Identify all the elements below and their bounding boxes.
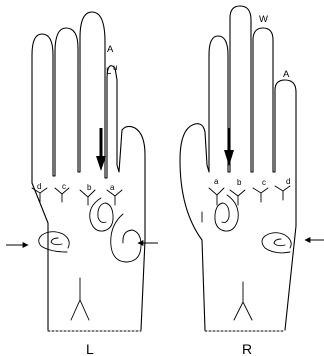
left-label-c: c <box>62 182 66 191</box>
left-hand-outline <box>32 12 145 330</box>
left-hand-caption: L <box>86 341 94 356</box>
right-hand: W A a b c d R <box>180 6 324 356</box>
right-mark-w: W <box>259 14 268 25</box>
right-triradius-c <box>253 188 268 202</box>
left-hand: A L u d c b a L <box>6 12 158 356</box>
left-label-a: a <box>110 183 115 192</box>
right-mark-a: A <box>283 69 290 80</box>
right-hand-outline <box>180 6 296 330</box>
right-triradius-b <box>230 190 245 205</box>
right-big-arrow-head <box>224 150 234 166</box>
right-loop-interdigital <box>215 195 238 231</box>
left-triradius-b <box>80 190 95 205</box>
left-loop-hypothenar <box>111 214 141 262</box>
right-palmar-crease <box>234 282 252 320</box>
left-label-b: b <box>87 183 92 192</box>
left-mark-l: L <box>106 66 111 77</box>
right-loop-thenar <box>262 233 291 253</box>
left-label-d: d <box>37 182 41 191</box>
right-label-b: b <box>237 178 242 187</box>
right-triradius-d <box>275 186 290 200</box>
left-loop-thenar <box>39 232 70 252</box>
right-label-d: d <box>286 177 290 186</box>
right-label-c: c <box>262 178 266 187</box>
right-label-a: a <box>214 177 219 186</box>
left-triradius-a <box>107 190 122 205</box>
right-hand-caption: R <box>242 341 252 356</box>
right-triradius-a <box>209 188 224 205</box>
left-mark-u: u <box>113 63 117 72</box>
left-palmar-crease <box>71 278 89 320</box>
left-mark-a: A <box>107 44 114 55</box>
left-loop-interdigital <box>90 198 113 231</box>
